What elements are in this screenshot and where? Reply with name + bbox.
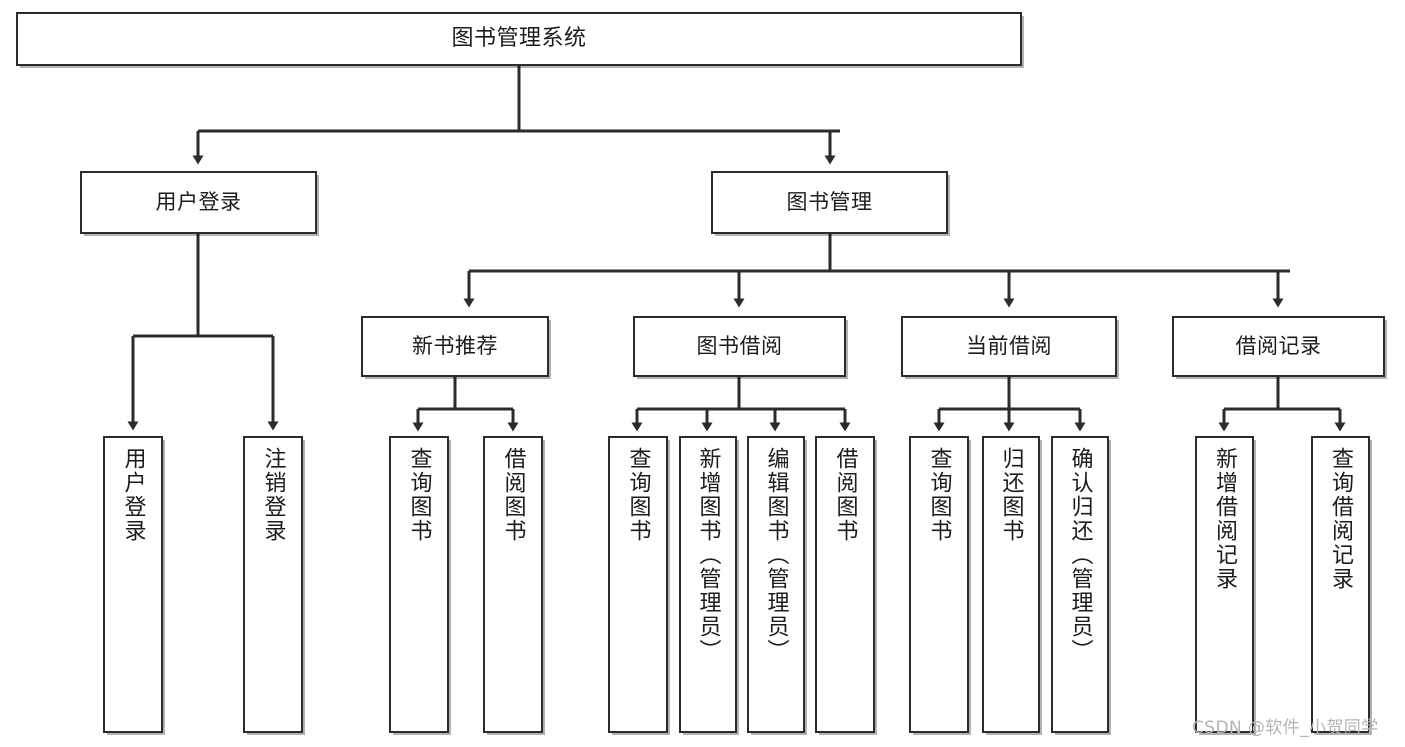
node-label: 查询图书 bbox=[406, 447, 432, 543]
node-label: 图书管理 bbox=[786, 190, 873, 215]
node-borrow-record[interactable]: 借阅记录 bbox=[1172, 316, 1385, 377]
leaf-logout[interactable]: 注销登录 bbox=[243, 436, 303, 733]
node-label: 确认归还（管理员） bbox=[1067, 447, 1093, 663]
node-current-borrow[interactable]: 当前借阅 bbox=[901, 316, 1117, 377]
node-root-system[interactable]: 图书管理系统 bbox=[16, 12, 1022, 66]
node-label: 新增借阅记录 bbox=[1212, 447, 1238, 591]
node-label: 借阅图书 bbox=[500, 447, 526, 543]
leaf-return-book[interactable]: 归还图书 bbox=[982, 436, 1040, 733]
node-label: 注销登录 bbox=[260, 447, 286, 543]
leaf-add-borrow-record[interactable]: 新增借阅记录 bbox=[1195, 436, 1254, 733]
node-label: 归还图书 bbox=[998, 447, 1024, 543]
node-label: 查询图书 bbox=[926, 447, 952, 543]
node-label: 查询借阅记录 bbox=[1328, 447, 1354, 591]
node-user-login[interactable]: 用户登录 bbox=[80, 171, 317, 234]
leaf-edit-book-admin[interactable]: 编辑图书（管理员） bbox=[747, 436, 805, 733]
node-label: 用户登录 bbox=[155, 190, 242, 215]
watermark: CSDN @软件_小贺同学 bbox=[1192, 718, 1379, 738]
node-book-borrow[interactable]: 图书借阅 bbox=[633, 316, 846, 377]
node-label: 借阅图书 bbox=[832, 447, 858, 543]
node-label: 用户登录 bbox=[120, 447, 146, 543]
leaf-query-book-current[interactable]: 查询图书 bbox=[909, 436, 969, 733]
node-label: 当前借阅 bbox=[966, 334, 1052, 359]
leaf-query-book-recommend[interactable]: 查询图书 bbox=[389, 436, 449, 733]
node-label: 图书借阅 bbox=[696, 334, 783, 359]
leaf-user-login[interactable]: 用户登录 bbox=[103, 436, 163, 733]
leaf-add-book-admin[interactable]: 新增图书（管理员） bbox=[679, 436, 737, 733]
leaf-confirm-return-admin[interactable]: 确认归还（管理员） bbox=[1051, 436, 1109, 733]
node-label: 借阅记录 bbox=[1235, 334, 1322, 359]
node-label: 编辑图书（管理员） bbox=[763, 447, 789, 663]
leaf-query-book-borrow[interactable]: 查询图书 bbox=[608, 436, 668, 733]
node-label: 新增图书（管理员） bbox=[695, 447, 721, 663]
node-label: 新书推荐 bbox=[412, 334, 498, 359]
node-label: 图书管理系统 bbox=[451, 26, 587, 52]
node-label: 查询图书 bbox=[625, 447, 651, 543]
node-new-book-recommend[interactable]: 新书推荐 bbox=[361, 316, 549, 377]
leaf-query-borrow-record[interactable]: 查询借阅记录 bbox=[1311, 436, 1370, 733]
leaf-borrow-book[interactable]: 借阅图书 bbox=[815, 436, 875, 733]
node-book-management[interactable]: 图书管理 bbox=[711, 171, 948, 234]
leaf-borrow-book-recommend[interactable]: 借阅图书 bbox=[483, 436, 543, 733]
